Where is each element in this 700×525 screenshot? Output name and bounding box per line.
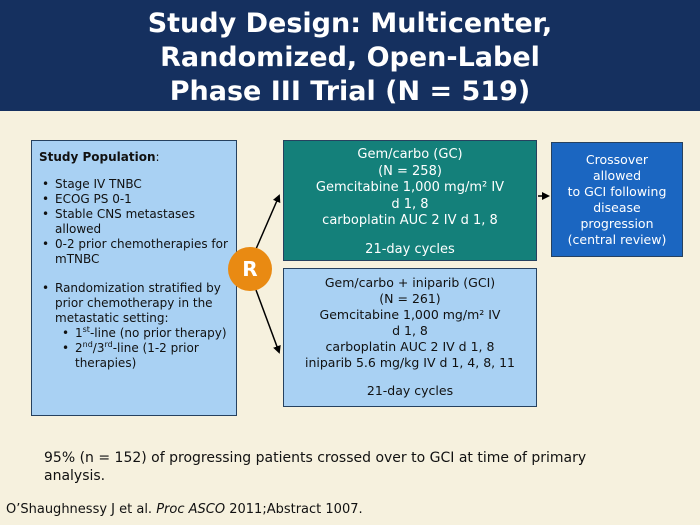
gci-arm-line: iniparib 5.6 mg/kg IV d 1, 4, 8, 11 — [304, 355, 516, 370]
gci-arm-line: Gem/carbo + iniparib (GCI) — [324, 275, 496, 290]
crossover-line: Crossover — [585, 152, 649, 167]
stratification-sublist: 1st-line (no prior therapy) 2nd/3rd-line… — [55, 326, 228, 371]
gc-arm-line: Gem/carbo (GC) — [357, 147, 463, 162]
gci-arm-box: Gem/carbo + iniparib (GCI) (N = 261) Gem… — [283, 268, 537, 407]
crossover-line: allowed — [592, 168, 642, 183]
gc-arm-line: carboplatin AUC 2 IV d 1, 8 — [322, 213, 498, 228]
study-population-box: Study Population: Stage IV TNBC ECOG PS … — [31, 140, 237, 416]
crossover-note: 95% (n = 152) of progressing patients cr… — [44, 450, 587, 484]
list-item: ECOG PS 0-1 — [42, 192, 228, 207]
citation-details: 2011;Abstract 1007. — [229, 502, 363, 517]
gc-arm-line: Gemcitabine 1,000 mg/m² IV — [315, 180, 505, 195]
crossover-line: disease — [593, 200, 641, 215]
gci-arm-line: (N = 261) — [379, 291, 441, 306]
gc-cycles: 21-day cycles — [365, 241, 455, 257]
title-bar: Study Design: Multicenter, Randomized, O… — [0, 0, 700, 111]
gci-cycles: 21-day cycles — [366, 383, 454, 398]
sub-list-item: 1st-line (no prior therapy) — [62, 326, 228, 342]
slide-title: Study Design: Multicenter, Randomized, O… — [148, 7, 553, 109]
randomization-label: R — [242, 257, 258, 281]
gci-arm-line: Gemcitabine 1,000 mg/m² IV — [319, 307, 501, 322]
citation-journal: Proc ASCO — [156, 502, 226, 517]
arrow-to-gci — [255, 289, 281, 354]
population-heading: Study Population: — [39, 150, 160, 164]
population-list: Stage IV TNBC ECOG PS 0-1 Stable CNS met… — [39, 177, 228, 371]
citation-authors: O’Shaughnessy J et al. — [6, 502, 153, 517]
citation: O’Shaughnessy J et al. Proc ASCO 2011;Ab… — [6, 502, 363, 518]
title-line: Randomized, Open-Label — [160, 41, 540, 73]
title-line: Study Design: Multicenter, — [147, 7, 553, 39]
gci-arm-line: d 1, 8 — [392, 323, 428, 338]
arrow-to-gc — [255, 194, 281, 250]
title-line: Phase III Trial (N = 519) — [169, 75, 531, 107]
gci-arm-line: carboplatin AUC 2 IV d 1, 8 — [325, 339, 495, 354]
randomization-node: R — [228, 247, 272, 291]
gc-arm-line: d 1, 8 — [391, 196, 429, 212]
crossover-line: (central review) — [567, 232, 667, 247]
list-item-stratification: Randomization stratified by prior chemot… — [42, 281, 228, 371]
crossover-box: Crossover allowed to GCI following disea… — [551, 142, 683, 257]
crossover-line: to GCI following — [567, 184, 667, 199]
list-item: Stable CNS metastases allowed — [42, 207, 228, 237]
gc-arm-line: (N = 258) — [378, 163, 442, 179]
crossover-line: progression — [580, 216, 654, 231]
list-item: Stage IV TNBC — [42, 177, 228, 192]
list-item: 0-2 prior chemotherapies for mTNBC — [42, 237, 228, 267]
gc-arm-box: Gem/carbo (GC) (N = 258) Gemcitabine 1,0… — [283, 140, 537, 261]
sub-list-item: 2nd/3rd-line (1-2 prior therapies) — [62, 341, 228, 371]
